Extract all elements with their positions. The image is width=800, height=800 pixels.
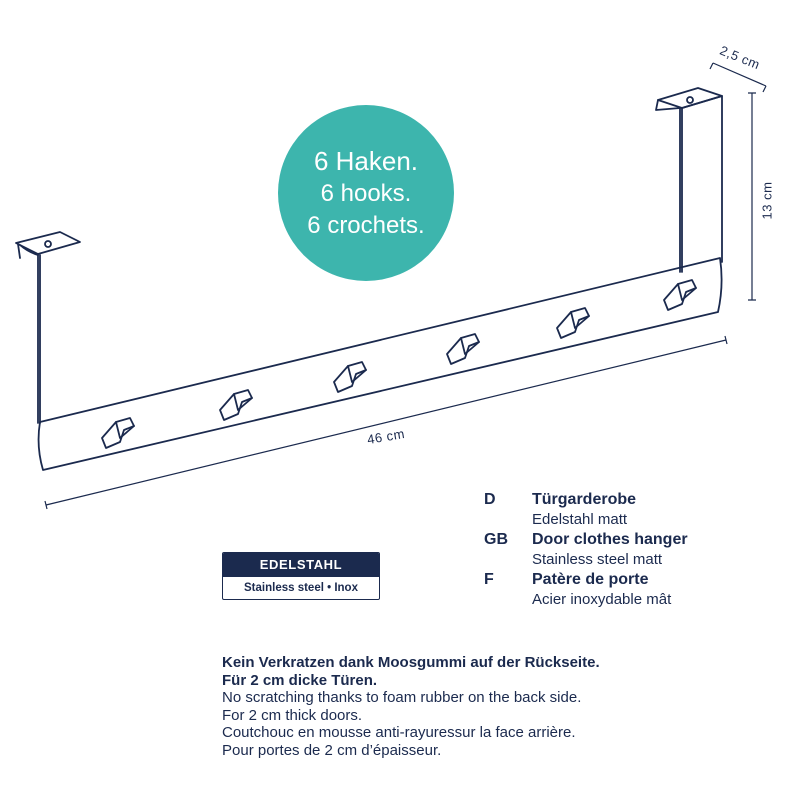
product-material: Acier inoxydable mât <box>532 591 672 608</box>
badge-line-fr: 6 crochets. <box>307 212 425 239</box>
lang-row-fr: F Patère de porte Acier inoxydable mât <box>484 570 688 610</box>
note-fr-1: Coutchouc en mousse anti-rayuressur la f… <box>222 724 576 741</box>
hook-5 <box>556 307 590 339</box>
hanger-left-top <box>15 231 81 255</box>
product-title: Patère de porte <box>532 571 649 588</box>
height-dimension-line <box>748 92 756 301</box>
product-title: Türgarderobe <box>532 491 637 508</box>
note-de-1: Kein Verkratzen dank Moosgummi auf der R… <box>222 654 600 671</box>
feature-notes: Kein Verkratzen dank Moosgummi auf der R… <box>222 654 600 759</box>
badge-line-de: 6 Haken. <box>313 146 419 176</box>
width-dimension-line <box>44 335 728 510</box>
hanger-right-top <box>657 87 723 109</box>
hanger-bar <box>37 257 723 471</box>
note-de-2: Für 2 cm dicke Türen. <box>222 671 378 689</box>
note-fr-2: Pour portes de 2 cm d’épaisseur. <box>222 741 442 759</box>
lang-code: D <box>484 491 496 508</box>
lang-row-gb: GB Door clothes hanger Stainless steel m… <box>484 530 688 570</box>
note-en-1: No scratching thanks to foam rubber on t… <box>222 689 582 706</box>
lang-code: GB <box>484 531 508 548</box>
hook-4 <box>446 333 480 365</box>
hook-3 <box>333 361 367 393</box>
product-description: D Türgarderobe Edelstahl matt GB Door cl… <box>484 490 688 610</box>
hanger-left-arm <box>37 254 41 424</box>
hook-6 <box>663 279 697 311</box>
lang-row-de: D Türgarderobe Edelstahl matt <box>484 490 688 530</box>
product-material: Edelstahl matt <box>532 511 628 528</box>
hanger-right-arm <box>679 107 683 273</box>
depth-dimension-line <box>709 62 767 93</box>
lang-code: F <box>484 571 494 588</box>
material-label-top: EDELSTAHL <box>223 553 379 577</box>
material-label-bottom: Stainless steel • Inox <box>244 582 358 594</box>
note-en-2: For 2 cm thick doors. <box>222 706 363 724</box>
badge-line-en: 6 hooks. <box>320 180 412 207</box>
product-title: Door clothes hanger <box>532 531 688 548</box>
material-label: EDELSTAHL Stainless steel • Inox <box>222 552 380 600</box>
hook-2 <box>219 389 253 421</box>
product-material: Stainless steel matt <box>532 551 663 568</box>
hook-1 <box>101 417 135 449</box>
height-dimension-label: 13 cm <box>759 181 775 220</box>
hook-count-badge: 6 Haken. 6 hooks. 6 crochets. <box>278 105 454 281</box>
